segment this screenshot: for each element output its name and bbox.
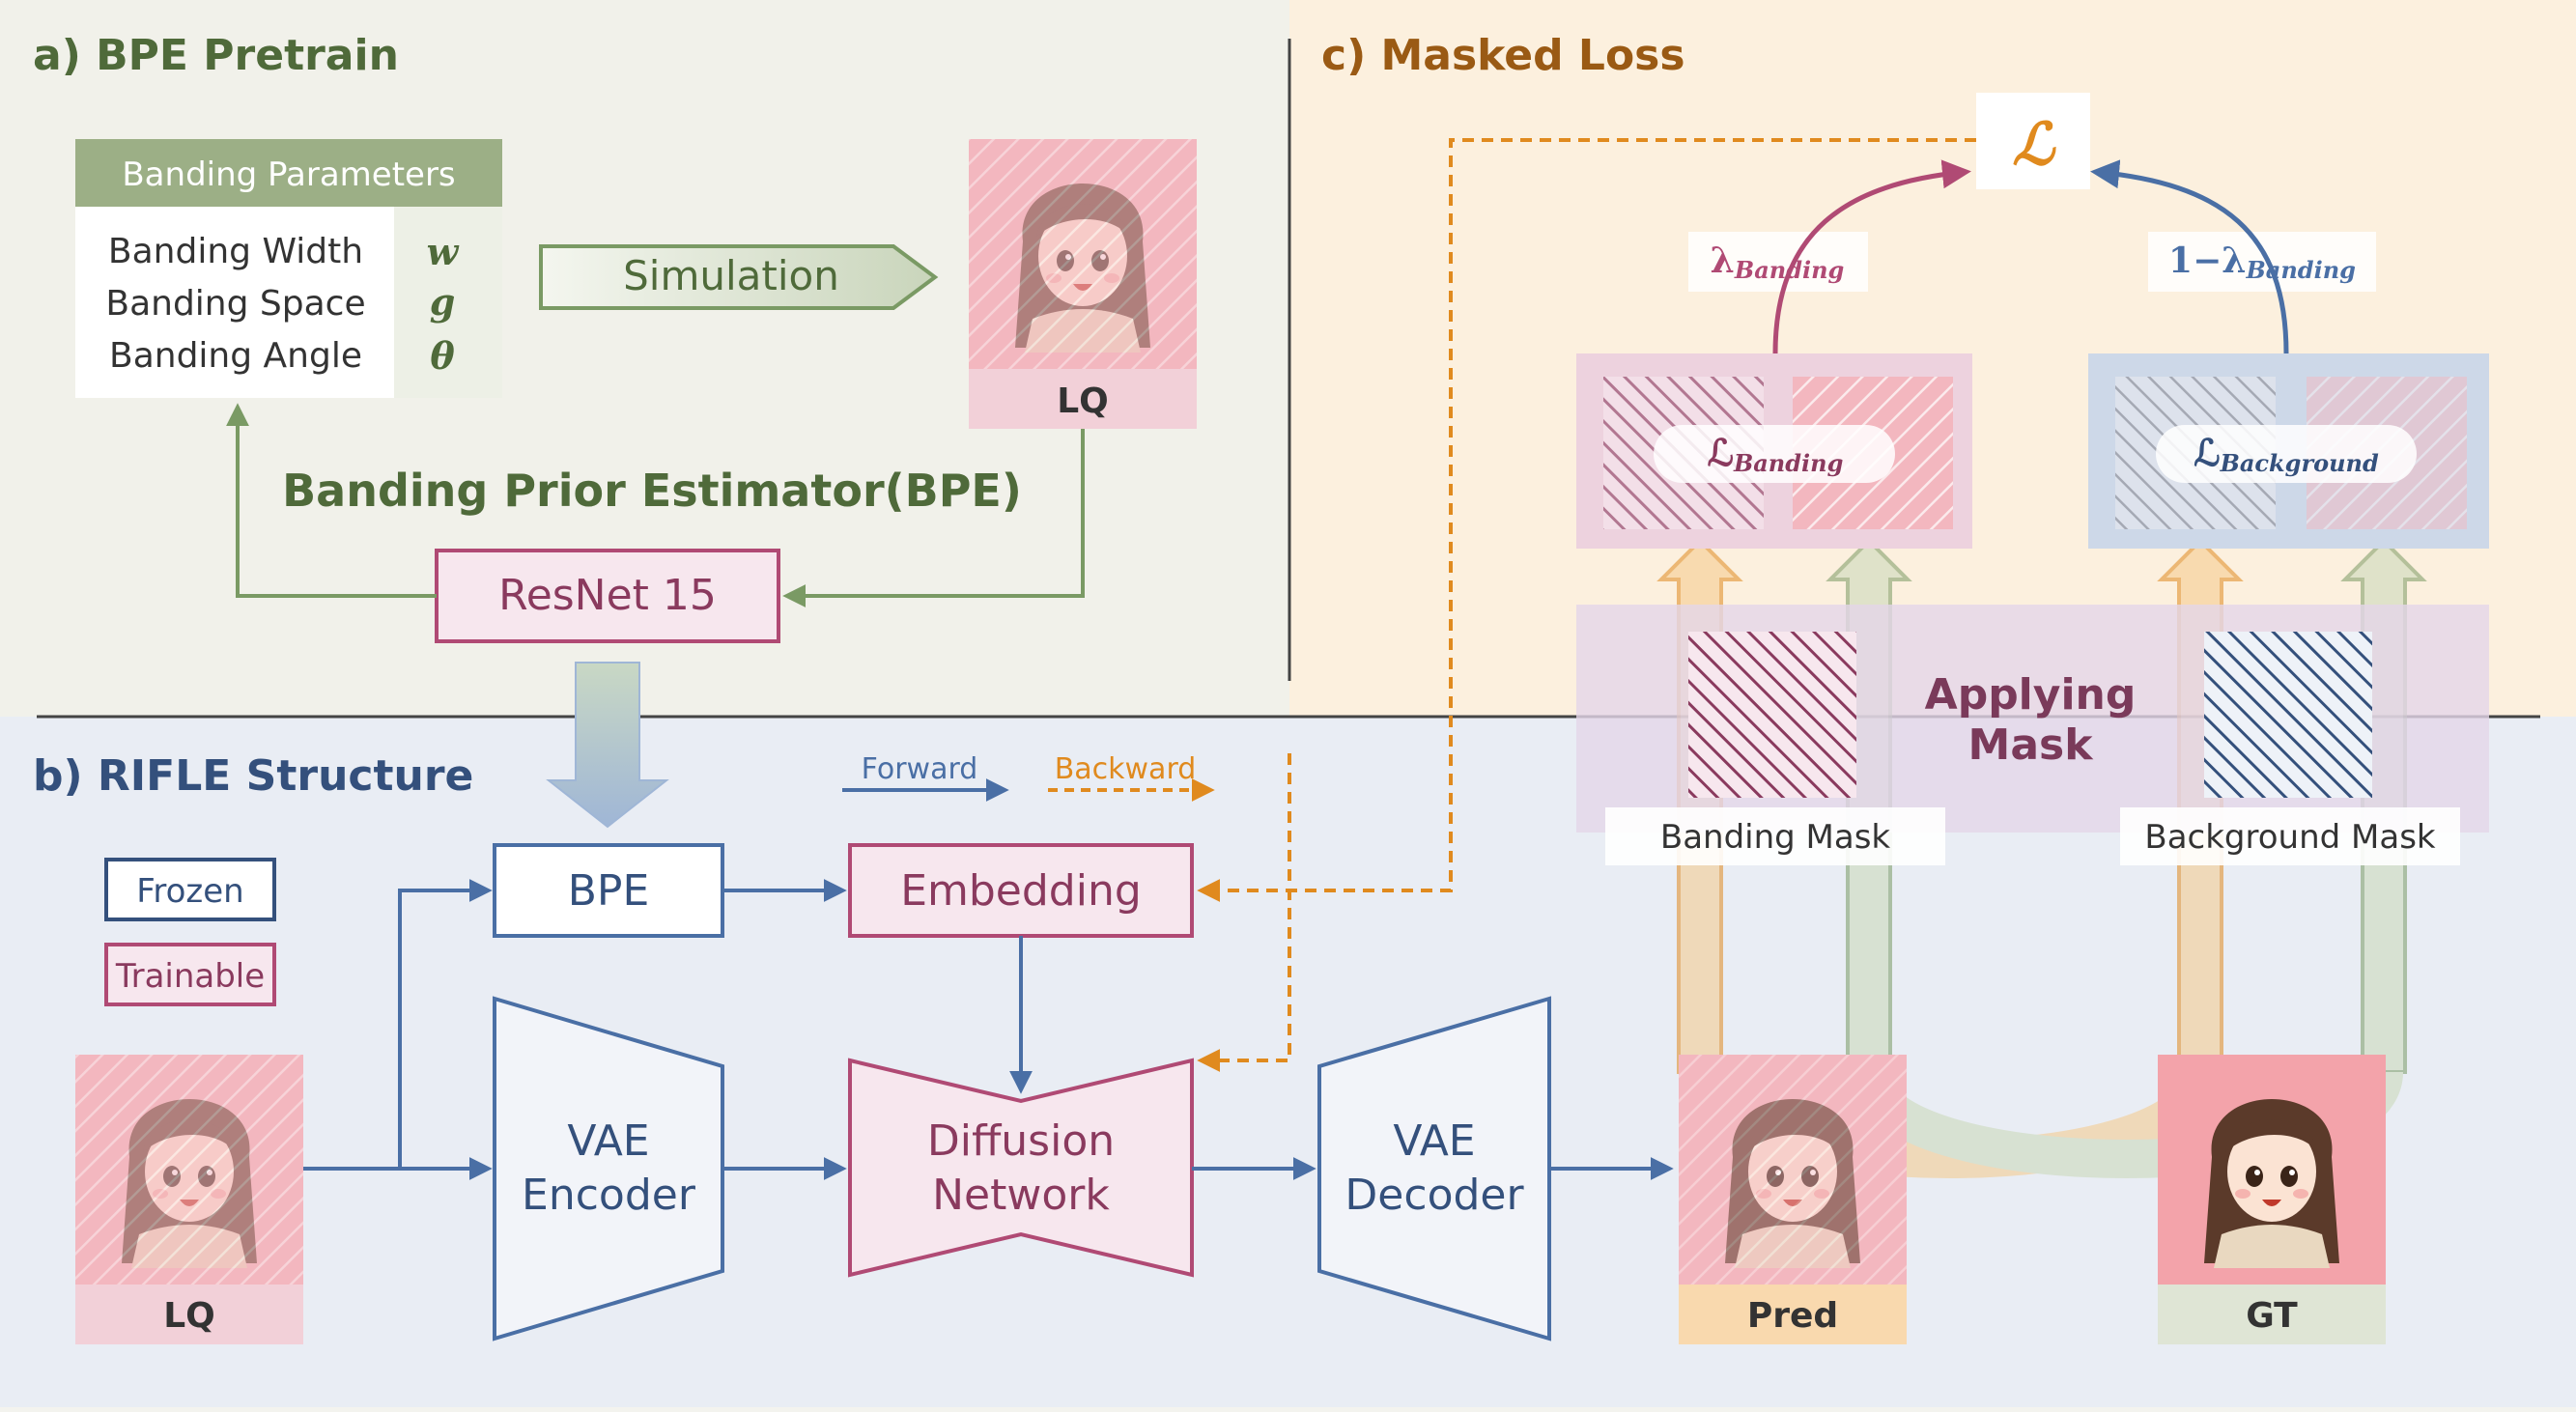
banding-to-total-arrow	[1772, 159, 1971, 354]
lq-label-top: LQ	[1057, 381, 1109, 421]
background-loss-box: ℒBackground	[2088, 353, 2489, 549]
banding-parameters-table: Banding Parameters Banding Width Banding…	[75, 139, 502, 398]
param-symbol-g: g	[430, 280, 456, 324]
diffusion-network-block	[848, 1058, 1194, 1278]
total-loss-symbol: ℒ	[2012, 111, 2056, 179]
svg-text:ℒBanding: ℒBanding	[1708, 431, 1844, 477]
vae-decoder-line2: Decoder	[1345, 1171, 1524, 1220]
bpe-title: Banding Prior Estimator(BPE)	[282, 465, 1022, 517]
lq-to-bpe-arrow	[398, 879, 493, 1169]
background-to-total-arrow	[2090, 159, 2289, 354]
diffusion-line1: Diffusion	[927, 1116, 1115, 1166]
panel-c-title: c) Masked Loss	[1321, 31, 1685, 80]
param-name-width: Banding Width	[108, 232, 363, 271]
l-banding-symbol: ℒ	[1708, 431, 1734, 474]
parameters-header: Banding Parameters	[122, 155, 455, 194]
l-banding-sub: Banding	[1733, 449, 1843, 477]
bpe-block-label: BPE	[568, 866, 650, 916]
one-minus-lambda-symbol: 1−λ	[2168, 240, 2246, 281]
banding-loss-box: ℒBanding	[1576, 353, 1972, 549]
pretrain-to-bpe-arrow	[546, 662, 669, 829]
background-mask-swatch	[2204, 632, 2372, 798]
vae-encoder-line1: VAE	[567, 1116, 649, 1166]
banding-mask-tag	[1605, 807, 1945, 865]
resnet-15-box: ResNet 15	[435, 549, 780, 643]
one-minus-lambda-sub: Banding	[2246, 256, 2356, 284]
lq-label-bottom: LQ	[163, 1296, 215, 1336]
vae-decoder-line1: VAE	[1393, 1116, 1475, 1166]
gt-image: GT	[2158, 1055, 2386, 1344]
gt-label: GT	[2246, 1296, 2298, 1336]
param-name-space: Banding Space	[105, 284, 365, 324]
bpe-block	[493, 843, 724, 938]
l-background-symbol: ℒ	[2194, 431, 2220, 474]
embedding-block	[848, 843, 1194, 938]
svg-text:ℒBackground: ℒBackground	[2194, 431, 2379, 477]
loss-to-diffusion-backward-arrow	[1197, 753, 1291, 1072]
l-background-sub: Background	[2220, 449, 2379, 477]
legend-frozen-box	[104, 858, 276, 921]
vae-decoder-block	[1317, 996, 1551, 1341]
lambda-banding-symbol: λ	[1711, 240, 1735, 281]
param-name-angle: Banding Angle	[109, 336, 362, 376]
panel-a-title: a) BPE Pretrain	[33, 31, 399, 80]
panel-b-title: b) RIFLE Structure	[33, 751, 473, 801]
legend-trainable-box	[104, 943, 276, 1006]
vae-encoder-line2: Encoder	[522, 1171, 696, 1220]
pred-label: Pred	[1747, 1296, 1838, 1336]
legend-forward-label: Forward	[862, 752, 978, 786]
background-mask-tag	[2120, 807, 2460, 865]
banding-mask-swatch	[1688, 632, 1856, 798]
svg-text:1−λBanding: 1−λBanding	[2168, 240, 2356, 284]
total-loss-box	[1976, 93, 2090, 189]
banding-mask-label: Banding Mask	[1660, 818, 1891, 857]
lq-image-top: LQ	[969, 139, 1197, 429]
one-minus-lambda-tag	[2148, 232, 2376, 292]
simulation-label: Simulation	[623, 252, 839, 299]
vae-encoder-block	[493, 996, 724, 1341]
simulation-arrow: Simulation	[539, 244, 939, 310]
legend-trainable-label: Trainable	[115, 957, 265, 996]
background-mask-label: Background Mask	[2144, 818, 2436, 857]
lambda-banding-tag	[1688, 232, 1868, 292]
lq-image-bottom: LQ	[75, 1055, 303, 1344]
param-symbol-theta: θ	[430, 334, 455, 378]
diffusion-line2: Network	[932, 1171, 1110, 1220]
loss-to-embedding-backward-arrow	[1197, 138, 1976, 902]
resnet-to-params-arrow	[226, 403, 437, 598]
applying-mask-line1: Applying	[1925, 670, 2137, 720]
embedding-block-label: Embedding	[900, 866, 1142, 916]
pred-image: Pred	[1679, 1055, 1907, 1344]
applying-mask-line2: Mask	[1968, 720, 2095, 770]
lq-to-resnet-arrow	[782, 429, 1085, 607]
legend-backward-label: Backward	[1055, 752, 1197, 786]
legend-frozen-label: Frozen	[136, 872, 243, 911]
param-symbol-w: w	[427, 230, 460, 273]
resnet-label: ResNet 15	[498, 571, 717, 620]
